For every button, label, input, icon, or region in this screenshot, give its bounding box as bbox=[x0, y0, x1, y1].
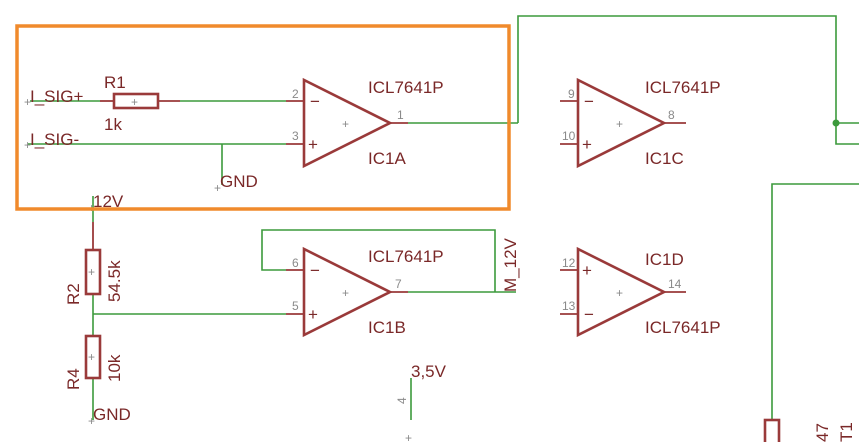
ic1c-pin-plus: 10 bbox=[562, 129, 576, 143]
ic1a-plus-sign: + bbox=[308, 135, 318, 154]
t1-name: T1 bbox=[837, 422, 856, 442]
ic1c-pin-out: 8 bbox=[668, 108, 675, 122]
ic1c-name: IC1C bbox=[645, 149, 684, 168]
ic1b-part: ICL7641P bbox=[368, 247, 444, 266]
plus-marker: + bbox=[24, 95, 31, 109]
ic1b-pin-out: 7 bbox=[395, 277, 402, 291]
ic1d-part: ICL7641P bbox=[645, 318, 721, 337]
r4-origin: + bbox=[88, 350, 95, 364]
r2-origin: + bbox=[88, 265, 95, 279]
resistor-r1[interactable]: + R1 1k bbox=[100, 73, 180, 134]
ic1c-minus-sign: − bbox=[584, 92, 594, 111]
ic1c-pin-minus: 9 bbox=[568, 87, 575, 101]
resistor-r2[interactable]: + R2 54.5k bbox=[64, 222, 124, 305]
net-3v5: 3,5V bbox=[411, 362, 447, 381]
ic1a-pin-plus: 3 bbox=[292, 129, 299, 143]
pin-4-label: 4 bbox=[395, 397, 409, 404]
net-sig-minus: I_SIG- bbox=[30, 130, 79, 149]
ic1d-pin-out: 14 bbox=[668, 277, 682, 291]
ic1d-name: IC1D bbox=[645, 250, 684, 269]
plus-marker: + bbox=[88, 414, 95, 428]
plus-marker: + bbox=[24, 138, 31, 152]
r1-value: 1k bbox=[104, 115, 122, 134]
ic1a-pin-out: 1 bbox=[397, 108, 404, 122]
ic1d-pin-plus: 12 bbox=[562, 256, 576, 270]
ic1a-origin: + bbox=[342, 117, 349, 131]
ic1c-origin: + bbox=[616, 117, 623, 131]
r2-name: R2 bbox=[64, 283, 83, 305]
selection-rectangle[interactable] bbox=[15, 24, 511, 211]
ic1b-plus-sign: + bbox=[308, 305, 318, 324]
wire-ic1a-out-route[interactable] bbox=[517, 15, 837, 123]
junction-dot bbox=[832, 119, 840, 127]
ic1b-pin-plus: 5 bbox=[292, 299, 299, 313]
ic1c-plus-sign: + bbox=[582, 135, 592, 154]
net-labels: I_SIG+ I_SIG- GND 12V GND 3,5V M_12V 4 +… bbox=[24, 87, 520, 442]
r1-name: R1 bbox=[104, 73, 126, 92]
net-gnd-top: GND bbox=[220, 172, 258, 191]
wire-junction-down[interactable] bbox=[835, 123, 859, 145]
plus-marker: + bbox=[405, 431, 412, 442]
opamp-ic1b[interactable]: − + + 6 5 7 ICL7641P IC1B bbox=[286, 246, 444, 338]
opamp-ic1a[interactable]: − + + 2 3 1 ICL7641P IC1A bbox=[286, 77, 444, 169]
ic1c-part: ICL7641P bbox=[645, 78, 721, 97]
net-12v: 12V bbox=[93, 192, 124, 211]
ic1b-name: IC1B bbox=[368, 318, 406, 337]
partial-part-t1[interactable]: 47 T1 bbox=[763, 418, 856, 442]
ic1b-minus-sign: − bbox=[310, 261, 320, 280]
wire-t1[interactable] bbox=[771, 183, 859, 420]
ic1b-pin-minus: 6 bbox=[292, 256, 299, 270]
resistor-r4[interactable]: + R4 10k bbox=[64, 334, 124, 390]
net-gnd-bottom: GND bbox=[93, 405, 131, 424]
ic1a-pin-minus: 2 bbox=[292, 87, 299, 101]
net-sig-plus: I_SIG+ bbox=[30, 87, 83, 106]
ic1a-name: IC1A bbox=[368, 149, 406, 168]
r1-origin: + bbox=[131, 95, 138, 109]
opamp-ic1d[interactable]: + − + 12 13 14 IC1D ICL7641P bbox=[560, 246, 721, 338]
ic1d-origin: + bbox=[616, 286, 623, 300]
r2-value: 54.5k bbox=[105, 260, 124, 302]
opamp-ic1c[interactable]: − + + 9 10 8 ICL7641P IC1C bbox=[560, 77, 721, 169]
plus-marker: + bbox=[214, 181, 221, 195]
wire-ic1b-feedback[interactable] bbox=[261, 229, 496, 292]
r4-name: R4 bbox=[64, 368, 83, 390]
ic1d-pin-minus: 13 bbox=[562, 299, 576, 313]
net-m12v: M_12V bbox=[501, 237, 520, 292]
t1-value: 47 bbox=[813, 423, 832, 442]
ic1a-minus-sign: − bbox=[310, 92, 320, 111]
ic1a-part: ICL7641P bbox=[368, 78, 444, 97]
ic1d-minus-sign: − bbox=[584, 305, 594, 324]
ic1d-plus-sign: + bbox=[582, 261, 592, 280]
ic1b-origin: + bbox=[342, 286, 349, 300]
r4-value: 10k bbox=[105, 354, 124, 382]
wires bbox=[28, 15, 859, 420]
